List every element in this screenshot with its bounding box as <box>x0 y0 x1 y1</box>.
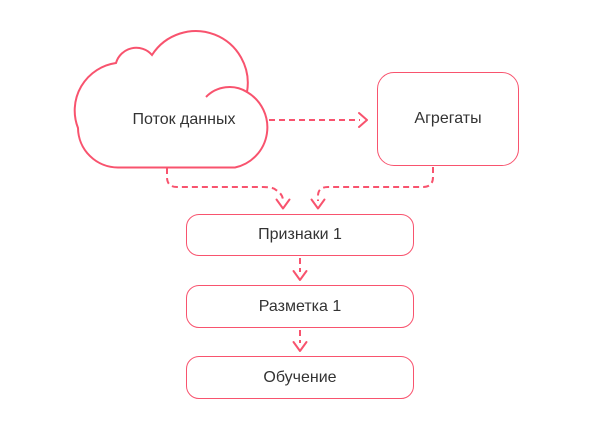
node-cloud-label: Поток данных <box>103 111 265 129</box>
node-features-label: Признаки 1 <box>258 226 342 243</box>
arrow-cloud-to-features <box>166 168 291 210</box>
node-aggregates-label: Агрегаты <box>414 110 482 127</box>
node-markup: Разметка 1 <box>186 285 414 328</box>
node-training-label: Обучение <box>263 368 337 386</box>
cloud-label-text: Поток данных <box>132 111 236 128</box>
cloud-shape <box>73 30 269 169</box>
node-markup-label: Разметка 1 <box>258 297 342 315</box>
node-features: Признаки 1 <box>186 214 414 256</box>
arrow-markup-to-training <box>292 330 308 352</box>
node-aggregates: Агрегаты <box>377 72 519 166</box>
cloud-inner-arc <box>205 86 248 98</box>
arrow-features-to-markup <box>292 258 308 281</box>
node-training: Обучение <box>186 356 414 399</box>
arrow-aggregates-to-features <box>310 167 434 210</box>
arrow-cloud-to-aggregates <box>269 112 368 128</box>
